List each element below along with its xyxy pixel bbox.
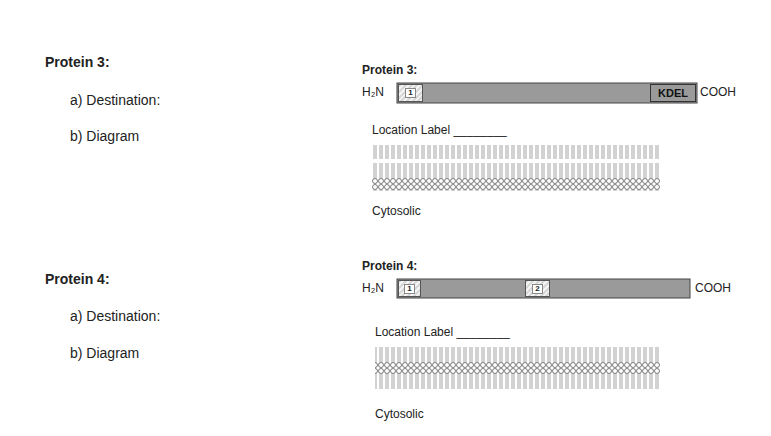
question-item: a) Destination: (70, 92, 160, 108)
protein-heading: Protein 4: (362, 260, 417, 274)
protein-bar (397, 83, 697, 103)
side-label: Cytosolic (372, 205, 421, 219)
question-item: a) Destination: (70, 308, 160, 324)
terminus-label: COOH (695, 282, 731, 296)
segment-number: 1 (405, 88, 415, 98)
membrane-bilayer (372, 145, 660, 191)
protein-bar (397, 279, 690, 298)
question-item: b) Diagram (70, 345, 139, 361)
terminus-label: H₂N (362, 282, 384, 296)
terminus-label: COOH (700, 86, 736, 100)
location-label: Location Label ________ (372, 124, 507, 138)
protein-heading: Protein 3: (362, 64, 417, 78)
signal-segment: 1 (398, 84, 423, 102)
membrane-bilayer (375, 343, 660, 389)
question-item: b) Diagram (70, 128, 139, 144)
terminus-label: H₂N (362, 86, 384, 100)
location-label: Location Label ________ (375, 326, 510, 340)
segment-number: 2 (532, 284, 542, 294)
side-label: Cytosolic (375, 408, 424, 422)
retention-signal: KDEL (650, 84, 696, 102)
signal-text: KDEL (658, 88, 688, 99)
signal-segment: 1 (398, 280, 421, 297)
question-heading: Protein 4: (45, 271, 110, 287)
signal-segment: 2 (525, 280, 550, 297)
question-heading: Protein 3: (45, 54, 110, 70)
segment-number: 1 (404, 284, 414, 294)
